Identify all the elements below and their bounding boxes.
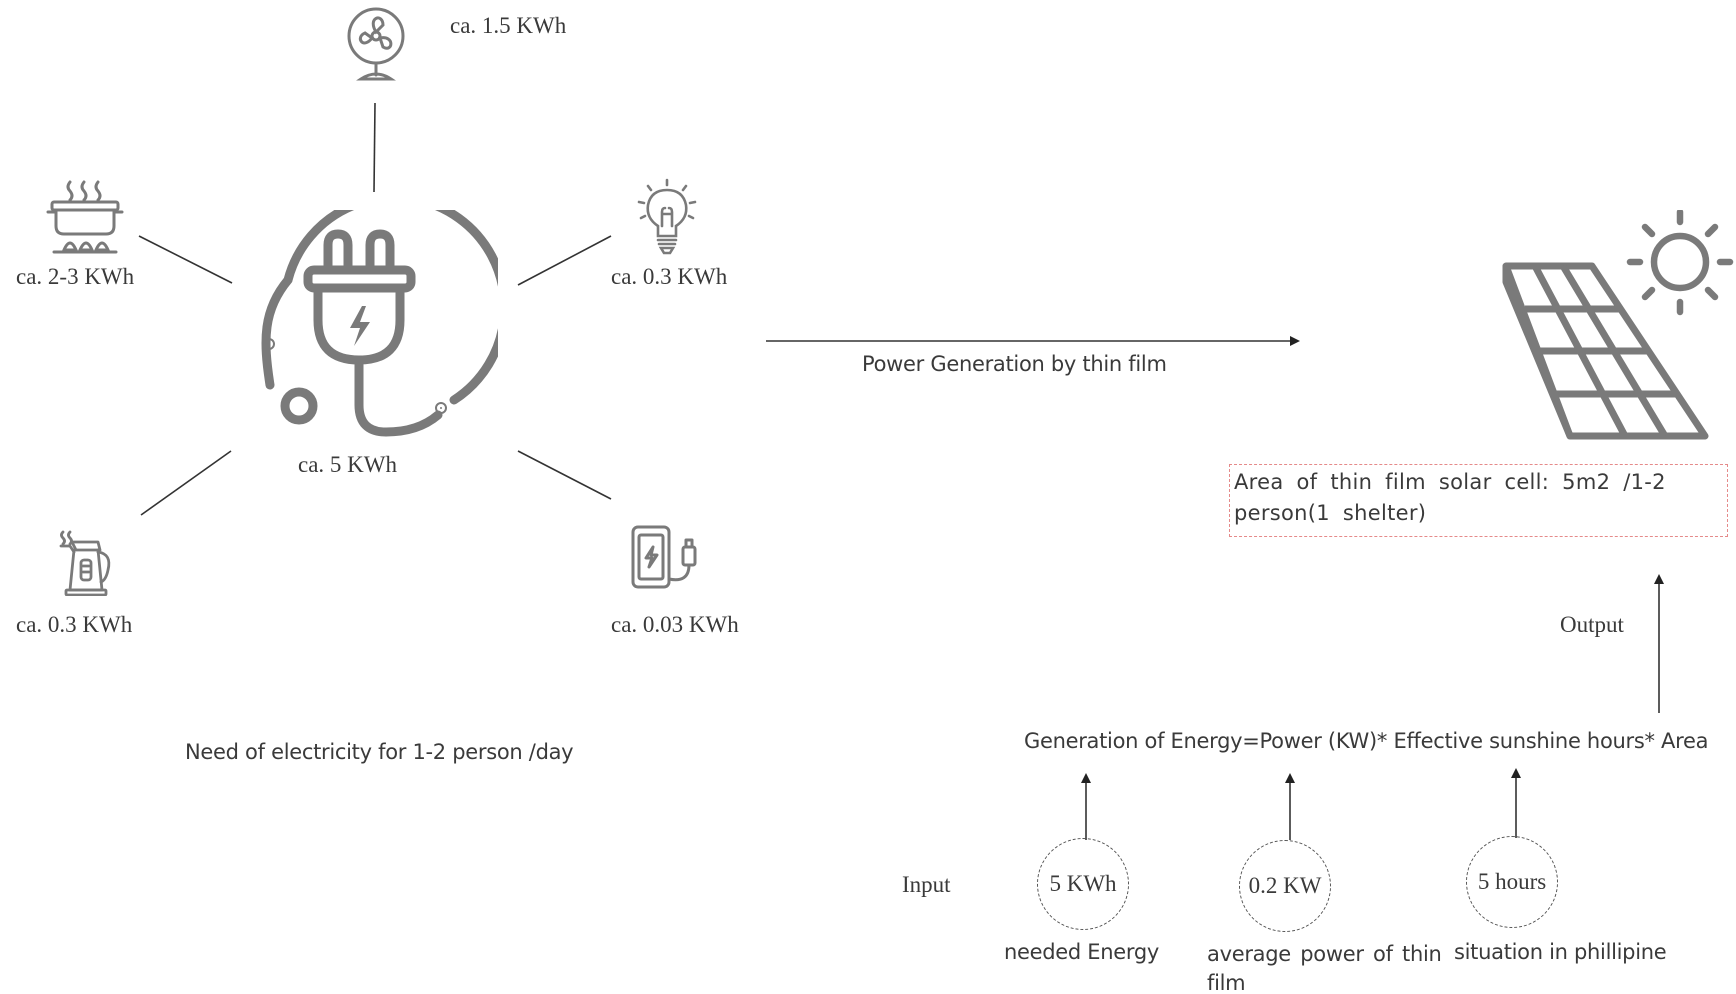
input-value-power: 0.2 KW bbox=[1248, 873, 1322, 898]
arrow-caption: Power Generation by thin film bbox=[862, 352, 1167, 376]
phone-charger-icon bbox=[631, 525, 697, 589]
area-text-box: Area of thin film solar cell: 5m2 /1-2 p… bbox=[1229, 464, 1728, 537]
input-caption-energy: needed Energy bbox=[1004, 940, 1160, 964]
phone-energy-label: ca. 0.03 KWh bbox=[611, 612, 739, 637]
input-bubble-energy: 5 KWh bbox=[1037, 838, 1129, 930]
energy-formula: Generation of Energy=Power (KW)* Effecti… bbox=[1024, 729, 1709, 753]
fan-energy-label: ca. 1.5 KWh bbox=[450, 13, 567, 38]
kettle-energy-label: ca. 0.3 KWh bbox=[16, 612, 133, 637]
total-energy-label: ca. 5 KWh bbox=[298, 452, 397, 477]
input-caption-hours: situation in phillipine bbox=[1454, 940, 1667, 964]
input-value-energy: 5 KWh bbox=[1049, 871, 1117, 896]
bulb-connector bbox=[517, 235, 612, 286]
input-value-hours: 5 hours bbox=[1477, 869, 1547, 894]
plug-icon bbox=[261, 210, 498, 437]
input-label: Input bbox=[902, 872, 951, 897]
input-bubble-power: 0.2 KW bbox=[1239, 840, 1331, 932]
input-caption-power: average power of thin film bbox=[1207, 942, 1442, 994]
phone-connector bbox=[517, 450, 612, 500]
area-text: Area of thin film solar cell: 5m2 /1-2 p… bbox=[1234, 470, 1666, 525]
input-bubble-hours: 5 hours bbox=[1466, 836, 1558, 928]
need-caption: Need of electricity for 1-2 person /day bbox=[185, 740, 574, 764]
output-label: Output bbox=[1560, 612, 1624, 637]
bulb-energy-label: ca. 0.3 KWh bbox=[611, 264, 728, 289]
cooking-pot-icon bbox=[46, 180, 124, 254]
fan-icon bbox=[347, 7, 405, 81]
sun-icon bbox=[1626, 210, 1734, 316]
fan-connector bbox=[373, 102, 376, 193]
pot-energy-label: ca. 2-3 KWh bbox=[16, 264, 135, 289]
pot-connector bbox=[138, 235, 233, 284]
light-bulb-icon bbox=[637, 178, 697, 255]
kettle-connector bbox=[140, 450, 232, 516]
kettle-icon bbox=[59, 530, 111, 596]
solar-panel-icon bbox=[1502, 210, 1734, 440]
